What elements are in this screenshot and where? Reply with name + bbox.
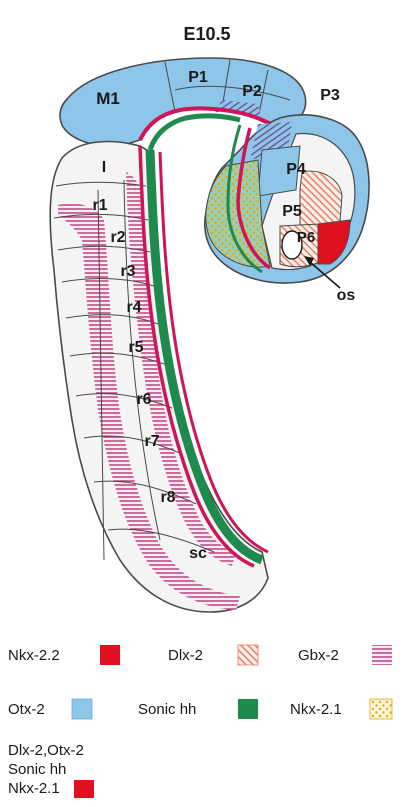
legend-item-otx2: Otx-2 xyxy=(8,699,92,719)
legend-item-dlx2: Dlx-2 xyxy=(168,645,258,665)
label-sc: sc xyxy=(189,545,207,562)
label-r6: r6 xyxy=(136,391,151,408)
legend-item-shh: Sonic hh xyxy=(138,699,258,719)
legend-item-nkx22: Nkx-2.2 xyxy=(8,645,120,665)
label-P5: P5 xyxy=(282,203,302,220)
legend-label-dlx2: Dlx-2 xyxy=(168,647,203,664)
legend-item-gbx2: Gbx-2 xyxy=(298,645,392,665)
legend-swatch-otx2 xyxy=(72,699,92,719)
legend-swatch-nkx22 xyxy=(100,645,120,665)
label-r8: r8 xyxy=(160,489,175,506)
legend-swatch-dlx2 xyxy=(238,645,258,665)
legend-label-nkx21: Nkx-2.1 xyxy=(290,701,342,718)
legend-label-gbx2: Gbx-2 xyxy=(298,647,339,664)
label-r2: r2 xyxy=(110,229,125,246)
label-P6: P6 xyxy=(297,229,315,246)
legend-swatch-shh xyxy=(238,699,258,719)
legend-swatch-nkx21 xyxy=(370,699,392,719)
legend-item-nkx21: Nkx-2.1 xyxy=(290,699,392,719)
label-r1: r1 xyxy=(92,197,107,214)
stage-title: E10.5 xyxy=(183,24,230,44)
label-os: os xyxy=(337,287,356,304)
legend-swatch-gbx2 xyxy=(372,645,392,665)
label-M1: M1 xyxy=(96,89,120,108)
label-P2: P2 xyxy=(242,83,262,100)
combo-line-2: Sonic hh xyxy=(8,761,66,778)
combo-line-1: Dlx-2,Otx-2 xyxy=(8,742,84,759)
legend-swatch-combo xyxy=(74,780,94,798)
label-r3: r3 xyxy=(120,263,135,280)
label-r4: r4 xyxy=(126,299,141,316)
label-r7: r7 xyxy=(144,433,159,450)
label-P3: P3 xyxy=(320,87,340,104)
label-P1: P1 xyxy=(188,69,208,86)
legend-label-otx2: Otx-2 xyxy=(8,701,45,718)
label-r5: r5 xyxy=(128,339,143,356)
label-P4: P4 xyxy=(286,161,306,178)
legend-label-nkx22: Nkx-2.2 xyxy=(8,647,60,664)
legend-label-shh: Sonic hh xyxy=(138,701,196,718)
legend-item-combo: Dlx-2,Otx-2 Sonic hh Nkx-2.1 xyxy=(8,742,94,798)
combo-line-3: Nkx-2.1 xyxy=(8,780,60,797)
label-I: I xyxy=(102,159,106,176)
